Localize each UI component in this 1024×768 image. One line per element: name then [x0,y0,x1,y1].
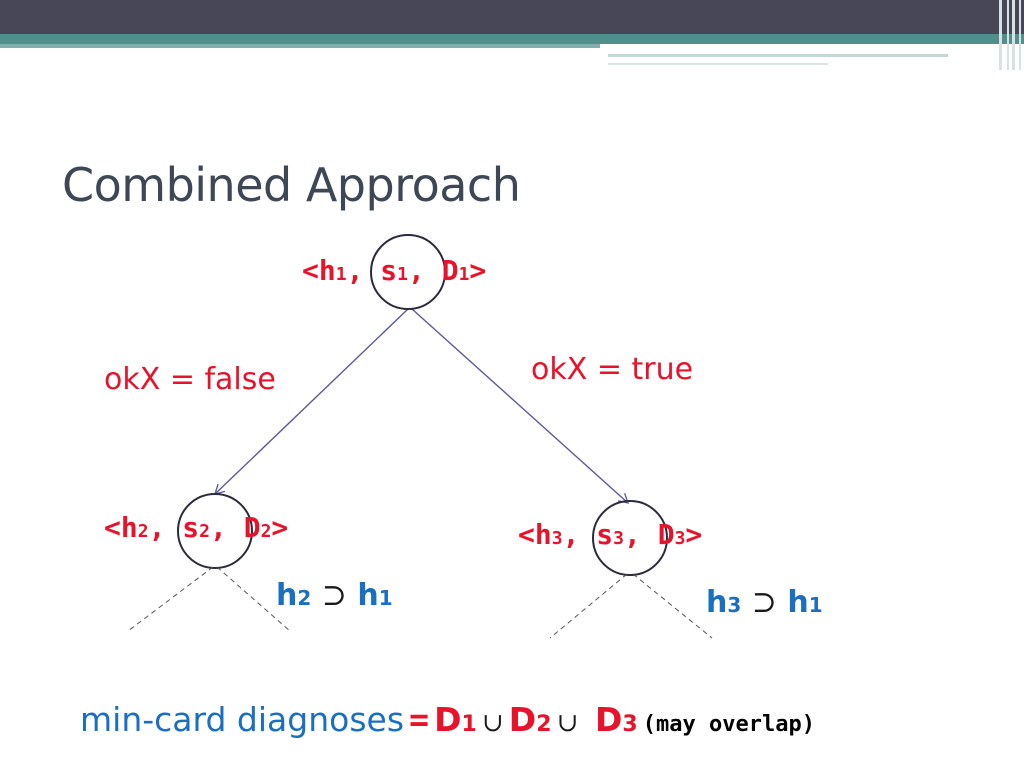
edge-true [411,308,629,504]
left-child-node: <h2, s2, D2> [104,511,289,544]
header-accent-stripe [0,34,1024,44]
edge-label-true: okX = true [531,352,694,387]
union-symbol: ∪ [556,708,579,738]
header-bar [0,0,1024,34]
superset-symbol: ⊃ [751,585,777,620]
right-branch-dashed-a [549,573,628,639]
edge-label-false: okX = false [104,362,276,397]
root-node: <h1, s1, D1> [302,254,487,287]
right-branch-dashed-b [632,573,713,639]
formula-lead: min-card diagnoses [80,700,405,739]
header-rule-short [608,63,828,65]
right-child-node: <h3, s3, D3> [518,518,703,551]
right-relation: h3 ⊃ h1 [706,585,823,620]
union-symbol: ∪ [481,708,504,738]
slide-title: Combined Approach [62,158,521,212]
formula-note: (may overlap) [642,712,815,737]
superset-symbol: ⊃ [321,578,347,613]
diagnoses-formula: min-card diagnoses = D1 ∪ D2 ∪ D3 (may o… [80,700,815,739]
header-accent-stripe-thin [0,44,600,48]
left-branch-dashed-a [127,566,214,632]
header-edge-stripes [996,0,1024,70]
left-relation: h2 ⊃ h1 [276,578,393,613]
edge-false [214,308,409,495]
header-rule [608,54,948,57]
